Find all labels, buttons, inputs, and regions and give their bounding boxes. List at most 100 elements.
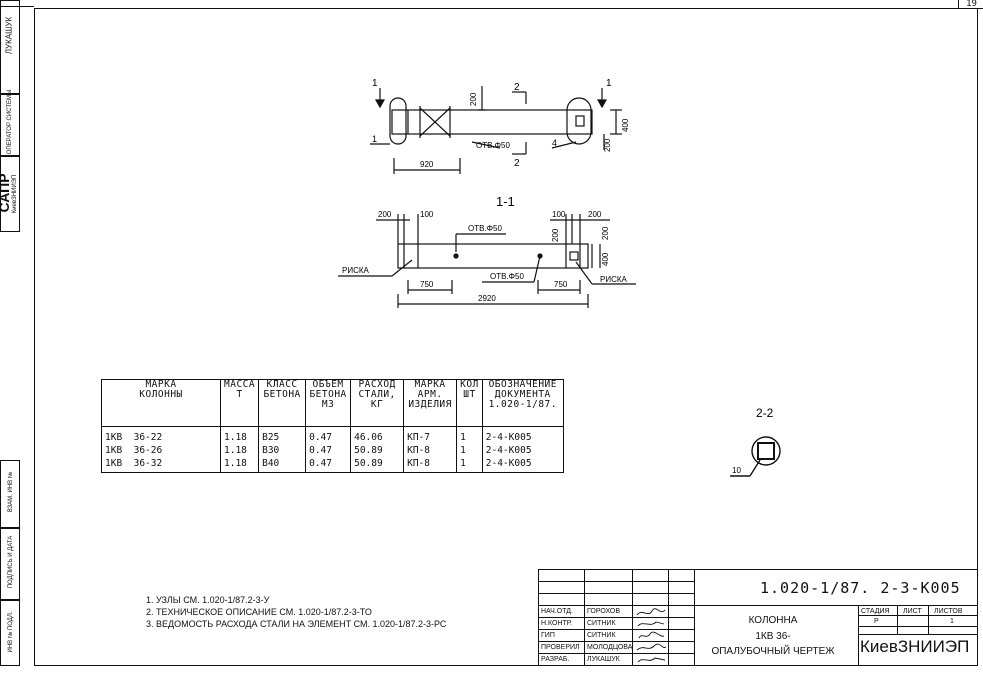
table-row: 1КВ 36-22 1.18 В25 0.47 46.06 КП-7 1 2-4… [101,426,564,444]
note-item: 1. УЗЛЫ СМ. 1.020-1/87.2-3-У [146,595,270,605]
plan-section-2-top: 2 [514,82,520,93]
spec-header-marka: МАРКА КОЛОННЫ [101,379,221,427]
stamp-sapr: САПР [0,173,12,213]
drawing-frame [34,8,978,666]
signatures [636,608,667,663]
left-margin-strip: ЛУКАШУК ОПЕРАТОР СИСТЕМЫ САПР КиевЗНИИЭП… [0,0,20,675]
plan-section-1-left: 1 [372,78,378,89]
spec-header-doc: ОБОЗНАЧЕНИЕ ДОКУМЕНТА 1.020-1/87. [481,379,564,427]
document-code: 1.020-1/87. 2-3-К005 [760,579,961,597]
field-inv-podl: ИНВ № ПОДЛ. [8,611,14,653]
sheets-label: ЛИСТОВ [934,608,963,615]
organization-name: КиевЗНИИЭП [860,637,970,656]
s11-hole-label-top: ОТВ.Φ50 [468,224,503,233]
spec-header-obem: ОБЪЕМ БЕТОНА М3 [305,379,352,427]
stamp-sapr-cell: САПР КиевЗНИИЭП [0,156,20,232]
name-lukashuk: ЛУКАШУК [587,656,620,663]
spec-header-kol: КОЛ ШТ [456,379,483,427]
name-sitnik-1: СИТНИК [587,620,616,627]
table-cell: 1.18 [219,457,260,473]
callout-ellipse-right [566,97,592,145]
s11-dim-200-left: 200 [378,210,392,219]
s11-riska-right: РИСКА [600,275,628,284]
table-cell: 2-4-К005 [481,457,564,473]
spec-header-arm: МАРКА АРМ. ИЗДЕЛИЯ [403,379,458,427]
section-2-2-circle [751,436,781,466]
stamp-operator: ОПЕРАТОР СИСТЕМЫ [7,89,13,155]
plan-hole-label: ОТВ.Φ50 [476,141,511,150]
table-row: 1КВ 36-32 1.18 В40 0.47 50.89 КП-8 1 2-4… [101,457,564,473]
s11-dim-400-right: 400 [601,252,610,266]
s11-dim-200-vert-right: 200 [601,226,610,240]
role-n-kontr: Н.КОНТР. [541,620,573,627]
table-cell: 1КВ 36-22 [101,426,221,444]
column-outline-elevation [397,243,589,269]
plan-dim-400: 400 [621,118,630,132]
sheet-number: 19 [958,0,983,9]
table-cell: 46.06 [350,426,405,444]
title-line-2: 1КВ 36- [755,631,791,642]
stamp-operator-cell: ОПЕРАТОР СИСТЕМЫ [0,90,20,156]
plan-section-2-bottom: 2 [514,158,520,169]
s11-dim-2920: 2920 [478,294,496,303]
section-1-1-title: 1-1 [496,194,515,209]
table-cell: КП-7 [403,426,458,444]
plan-dim-200-top: 200 [469,92,478,106]
frame-top-line [0,6,34,7]
role-nach-otd: НАЧ.ОТД. [541,608,573,615]
role-razrab: РАЗРАБ. [541,656,570,663]
table-cell: 50.89 [350,444,405,457]
note-item: 3. ВЕДОМОСТЬ РАСХОДА СТАЛИ НА ЭЛЕМЕНТ СМ… [146,619,447,629]
section-2-2-title: 2-2 [756,406,774,420]
table-cell: В25 [258,426,307,444]
spec-header-massa: МАССА Т [219,379,260,427]
table-cell: 0.47 [305,426,352,444]
specification-table: МАРКА КОЛОННЫ МАССА Т КЛАСС БЕТОНА ОБЪЕМ… [101,379,564,473]
table-cell: 1.18 [219,444,260,457]
plan-section-1-right: 1 [606,78,612,89]
section-2-2-callout-10: 10 [732,466,741,475]
table-cell: 1КВ 36-26 [101,444,221,457]
s11-dim-750-left: 750 [420,280,434,289]
table-cell: В40 [258,457,307,473]
s11-dim-100-right: 100 [552,210,566,219]
name-gorohov: ГОРОХОВ [587,608,621,615]
column-outline-plan [391,109,593,135]
callout-ellipse-left [389,97,407,145]
section-2-2-drawing: 2-2 10 [730,406,781,477]
field-inv-zam-cell: ВЗАМ. ИНВ № [0,460,20,528]
table-cell: КП-8 [403,457,458,473]
field-inv-zam: ВЗАМ. ИНВ № [8,471,14,513]
table-cell: 0.47 [305,444,352,457]
table-cell: 1 [456,444,483,457]
table-cell: В30 [258,444,307,457]
stage-value: Р [874,618,879,625]
s11-dim-200-right: 200 [588,210,602,219]
section-2-2-square [757,442,775,460]
s11-hole-label-bottom: ОТВ.Φ50 [490,272,525,281]
stage-label: СТАДИЯ [861,608,890,615]
title-line-1: КОЛОННА [748,615,798,626]
stamp-org: КиевЗНИИЭП [12,174,18,214]
name-sitnik-2: СИТНИК [587,632,616,639]
title-line-3: ОПАЛУБОЧНЫЙ ЧЕРТЕЖ [711,646,835,657]
role-gip: ГИП [541,632,555,639]
sheet-label: ЛИСТ [903,608,922,615]
plan-dim-200-right: 200 [603,138,612,152]
s11-riska-left: РИСКА [342,266,370,275]
table-cell: 0.47 [305,457,352,473]
table-row: 1КВ 36-26 1.18 В30 0.47 50.89 КП-8 1 2-4… [101,444,564,457]
name-molodtsova: МОЛОДЦОВА [587,644,633,651]
field-inv-podl-cell: ИНВ № ПОДЛ. [0,600,20,666]
plan-callout-1: 1 [372,134,377,144]
note-item: 2. ТЕХНИЧЕСКОЕ ОПИСАНИЕ СМ. 1.020-1/87.2… [146,607,372,617]
plan-view-drawing: 1 1 2 2 200 920 400 200 ОТВ.Φ50 1 4 [370,78,630,174]
stamp-author-cell: ЛУКАШУК [0,0,20,94]
field-podpis: ПОДПИСЬ И ДАТА [8,535,14,589]
plan-callout-4: 4 [552,138,557,148]
role-proveril: ПРОВЕРИЛ [541,644,580,651]
table-cell: 1 [456,426,483,444]
table-cell: 50.89 [350,457,405,473]
spec-header-row: МАРКА КОЛОННЫ МАССА Т КЛАСС БЕТОНА ОБЪЕМ… [101,379,564,427]
sheets-value: 1 [950,618,954,625]
